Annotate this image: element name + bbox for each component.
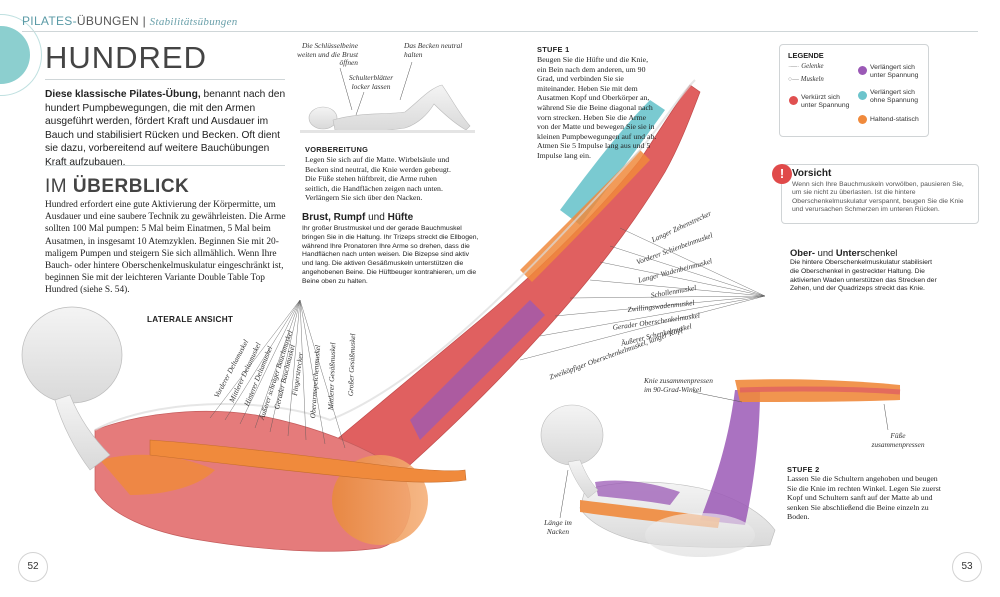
preparation-figure [300,84,475,133]
label-blades: Schulterblätter locker lassen [348,73,394,91]
caution-box: ! Vorsicht Wenn sich Ihre Bauchmuskeln v… [772,164,979,224]
lateral-view-label: LATERALE ANSICHT [147,315,234,324]
overview-heading-bold: ÜBERBLICK [72,176,190,197]
label-shoulder: Die Schlüsselbeine weiten und die Brust … [297,41,358,68]
header-subtitle: Stabilitätsübungen [149,16,238,28]
page-number-right: 53 [952,552,982,582]
legend-static: Haltend-statisch [870,116,919,123]
lengthened-tension-color-dot [858,66,867,75]
static-color-dot [858,115,867,124]
step2-figure [540,379,901,557]
legend-lengthened-tension: Verlängert sich unter Spannung [870,64,919,79]
joint-marker-icon: ·—· [788,63,800,70]
muscle-marker-icon: ○— [788,76,799,83]
legs-text: Die hintere Oberschenkelmuskulatur stabi… [790,259,937,293]
label-feet: Füße zusammenpressen [871,431,925,449]
step2-text: Lassen Sie die Schultern angehoben und b… [787,474,941,522]
intro-bold: Diese klassische Pilates-Übung, [45,89,201,100]
header-rule [22,31,978,32]
preparation-text: Legen Sie sich auf die Matte. Wirbelsäul… [305,155,451,203]
lengthened-no-tension-color-dot [858,91,867,100]
header-divider: | [142,14,147,28]
caution-text: Wenn sich Ihre Bauchmuskeln vorwölben, p… [792,181,964,214]
legend-lengthened-no-tension: Verlängert sich ohne Spannung [870,89,919,104]
preparation-title: VORBEREITUNG [305,145,369,154]
intro-text: benannt nach den hundert Pumpbewegungen,… [45,89,286,168]
warning-icon: ! [772,164,792,184]
intro-paragraph: Diese klassische Pilates-Übung, benannt … [45,88,290,170]
legs-heading: Ober- und Unterschenkel [790,247,898,258]
overview-heading: IM ÜBERBLICK [45,176,189,198]
overview-paragraph: Hundred erfordert eine gute Aktivierung … [45,200,286,296]
step2-title: STUFE 2 [787,465,820,474]
overview-heading-prefix: IM [45,176,73,197]
caution-title: Vorsicht [792,168,832,179]
legend-title: LEGENDE [788,51,824,60]
running-header: PILATES-ÜBUNGEN | Stabilitätsübungen [22,14,238,28]
label-neck: Länge im Nacken [544,518,572,536]
title-divider [45,79,285,80]
section-divider [45,165,285,166]
arm-muscle-leaders [209,299,346,449]
legend-shortened: Verkürzt sich unter Spannung [801,94,850,109]
main-figure [21,79,701,552]
header-section-bold: ÜBUNGEN [76,14,139,28]
shortened-color-dot [789,96,798,105]
page-number-left: 52 [18,552,48,582]
label-knees: Knie zusammenpressen im 90-Grad-Winkel [644,376,713,394]
header-section: PILATES- [22,14,77,28]
chest-heading: Brust, Rumpf und Hüfte [302,212,414,223]
legend-muscles: ○— Muskeln [788,76,824,83]
legend-joints: ·—· Gelenke [788,63,824,70]
chest-text: Ihr großer Brustmuskel und der gerade Ba… [302,225,479,285]
leg-muscle-leaders [519,227,766,361]
step1-text: Beugen Sie die Hüfte und die Knie, ein B… [537,55,657,160]
label-pelvis: Das Becken neutral halten [404,41,463,59]
legend-box: LEGENDE ·—· Gelenke ○— Muskeln Verkürzt … [779,44,929,137]
step1-title: STUFE 1 [537,45,570,54]
page-title: HUNDRED [45,40,207,75]
